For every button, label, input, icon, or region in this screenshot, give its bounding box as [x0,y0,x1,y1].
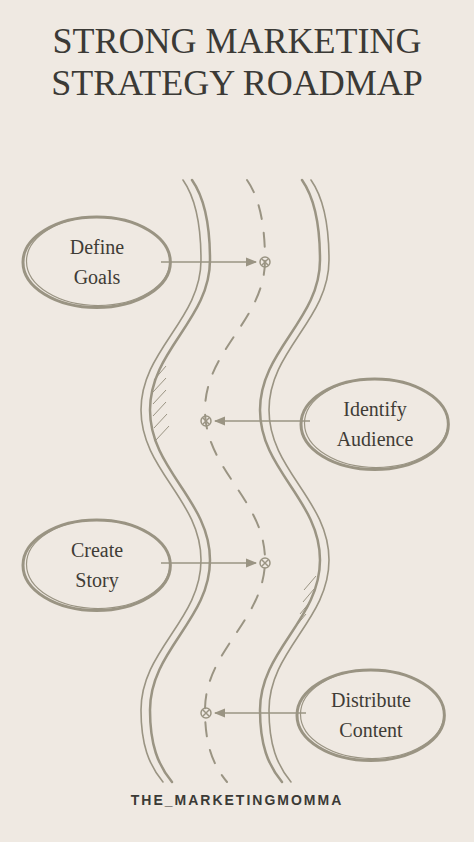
circle-outline [298,376,451,473]
step-label: Define Goals [49,232,145,292]
step-circle: Define Goals [20,214,173,311]
road-marker [201,708,211,718]
circle-outline [294,667,447,764]
hatch [300,602,310,614]
circle-outline [20,214,173,311]
hatch [153,378,166,392]
hatch [154,414,167,428]
circle-stroke [305,379,448,468]
hatch [304,576,316,590]
road-marker [201,416,211,426]
title: STRONG MARKETING STRATEGY ROADMAP [10,20,464,104]
road-markers [201,257,270,718]
hatch [296,614,306,626]
circle-outline [20,517,173,614]
leader-arrow [215,712,306,714]
leader-arrows [161,262,310,713]
circle-stroke [27,217,170,306]
circle-stroke [23,217,170,308]
circle-stroke [297,670,444,761]
watermark: THE_MARKETINGMOMMA [10,792,464,808]
circle-stroke [23,520,170,611]
hatch [153,390,166,404]
step-label: Distribute Content [323,685,419,745]
leader-arrow [161,261,256,263]
road-center-line [205,180,265,782]
step-circle: Create Story [20,517,173,614]
hatch [156,426,169,440]
road-marker [260,558,270,568]
leader-arrow [161,562,256,564]
step-circle: Distribute Content [294,667,447,764]
hatch [303,589,314,602]
hatching [153,366,316,626]
circle-stroke [27,520,170,609]
circle-stroke [301,379,448,470]
leader-arrow [215,420,310,422]
step-label: Identify Audience [327,394,423,454]
hatch [154,366,166,380]
step-label: Create Story [49,535,145,595]
hatch [153,402,166,416]
road-marker [260,257,270,267]
step-circle: Identify Audience [298,376,451,473]
circle-stroke [301,670,444,759]
road-edge [269,180,329,782]
